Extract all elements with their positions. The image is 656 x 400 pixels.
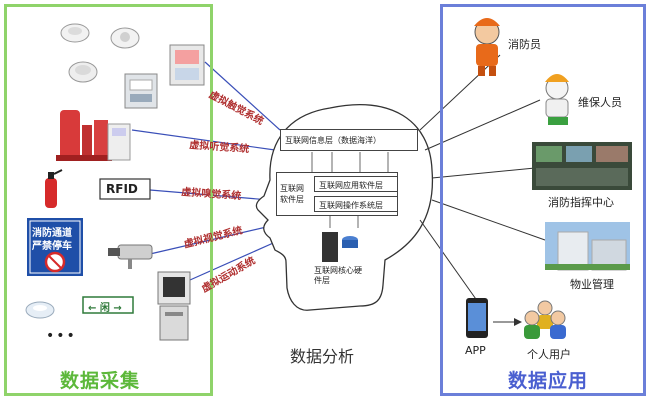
touch-line: [204, 61, 281, 131]
no-parking-sign-icon: [27, 218, 83, 276]
data-analysis-caption: 数据分析: [290, 347, 355, 366]
data-collection-title: 数据采集: [60, 370, 141, 392]
sign-line-1: 消防通道: [32, 228, 72, 239]
app-label: APP: [465, 344, 486, 357]
smartphone-icon: [466, 298, 488, 338]
exit-sign-text: ← 闲 →: [88, 303, 122, 314]
line-property: [431, 199, 546, 241]
data-collection-panel: [4, 4, 213, 396]
rfid-label: RFID: [106, 182, 138, 196]
maintenance-worker-icon: [545, 74, 569, 125]
building-icon: [545, 222, 630, 271]
server-icon: [322, 232, 358, 262]
app-software-layer-box: 互联网应用软件层: [314, 176, 398, 192]
sign-line-2: 严禁停车: [32, 241, 72, 252]
pump-cabinet-icon: [107, 123, 131, 161]
exit-sign-box: [82, 296, 134, 314]
os-layer-box: 互联网操作系统层: [314, 196, 398, 212]
individual-user-label: 个人用户: [527, 348, 571, 361]
ceiling-light-icon: [25, 301, 55, 319]
command-center-label: 消防指挥中心: [548, 196, 614, 209]
software-layer-label: 互联网软件层: [280, 184, 304, 204]
control-panel-icon: [124, 73, 158, 109]
smoke-sensor-icon: [68, 61, 98, 83]
motion-line: [189, 239, 281, 281]
line-command: [431, 167, 536, 179]
fire-extinguisher-icon: [45, 169, 63, 208]
hardware-layer-label: 互联网核心硬件层: [314, 266, 362, 285]
rfid-box: [99, 178, 151, 200]
smoke-detector-icon: [60, 23, 90, 43]
users-icon: [524, 300, 566, 339]
fire-pump-icon: [56, 110, 112, 161]
security-camera-icon: [108, 244, 153, 269]
firefighter-label: 消防员: [508, 38, 541, 51]
fire-alarm-controller-icon: [169, 44, 205, 86]
data-application-panel: [440, 4, 646, 396]
data-application-title: 数据应用: [508, 370, 589, 392]
maintenance-label: 维保人员: [578, 96, 622, 109]
terminal-kiosk-icon: [157, 271, 191, 341]
line-maintenance: [424, 99, 541, 151]
property-management-label: 物业管理: [570, 278, 614, 291]
command-center-icon: [532, 142, 632, 190]
firefighter-icon: [474, 18, 500, 76]
more-indicator: •••: [46, 328, 77, 344]
heat-detector-icon: [110, 27, 140, 49]
hearing-line: [131, 129, 276, 151]
line-app: [419, 219, 479, 303]
line-firefighter: [419, 54, 501, 131]
info-layer-box: 互联网信息层（数据海洋）: [280, 129, 418, 151]
